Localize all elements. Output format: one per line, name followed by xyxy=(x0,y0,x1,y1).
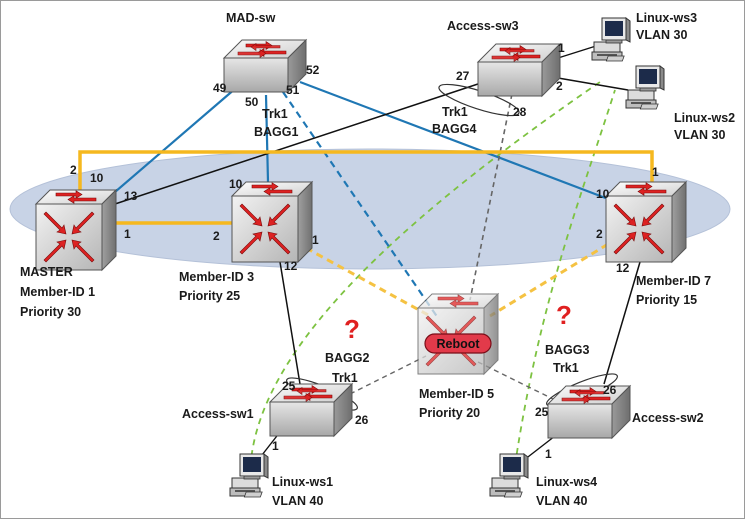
linux-ws2-vlan: VLAN 30 xyxy=(674,128,725,142)
port-m7-12: 12 xyxy=(616,261,630,275)
access3-link-master xyxy=(111,79,491,206)
port-m7-10: 10 xyxy=(596,187,610,201)
access-sw2-label: Access-sw2 xyxy=(632,411,704,425)
port-m3-1: 1 xyxy=(312,233,319,247)
port-a3-27: 27 xyxy=(456,69,470,83)
member7-label-2: Priority 15 xyxy=(636,293,697,307)
mad-link-member5 xyxy=(282,91,439,319)
mad-sw-label: MAD-sw xyxy=(226,11,276,25)
port-a2-26: 26 xyxy=(603,383,617,397)
port-mad-49: 49 xyxy=(213,81,227,95)
reboot-badge-label: Reboot xyxy=(436,337,480,351)
member3-label-1: Member-ID 3 xyxy=(179,270,254,284)
linux-ws2-label: Linux-ws2 xyxy=(674,111,735,125)
access2-trunk-bagg: BAGG3 xyxy=(545,343,590,357)
port-a3-1: 1 xyxy=(558,41,565,55)
access3-link-member5 xyxy=(469,93,513,301)
access3-link-ws2 xyxy=(557,77,629,91)
member5-label-2: Priority 20 xyxy=(419,406,480,420)
port-a3-2: 2 xyxy=(556,79,563,93)
access1-trunk-trk: Trk1 xyxy=(332,371,358,385)
master-label-1: MASTER xyxy=(20,265,73,279)
access-sw3-device xyxy=(477,43,561,97)
member7-link-access2 xyxy=(603,261,641,385)
reboot-badge xyxy=(424,333,492,354)
port-mad-51: 51 xyxy=(286,83,300,97)
linux-ws4-label: Linux-ws4 xyxy=(536,475,597,489)
linux-ws1-label: Linux-ws1 xyxy=(272,475,333,489)
mad-link-master xyxy=(107,87,237,199)
traffic-path-ws4-ws3 xyxy=(514,89,616,466)
port-m7-1: 1 xyxy=(652,165,659,179)
port-m3-2: 2 xyxy=(213,229,220,243)
port-m1-1: 1 xyxy=(124,227,131,241)
port-a1-25: 25 xyxy=(282,379,296,393)
question-mark-left: ? xyxy=(344,314,360,344)
member3-link-access1 xyxy=(279,261,301,385)
mad-trunk-bagg: BAGG1 xyxy=(254,125,299,139)
mad-trunk-trk: Trk1 xyxy=(262,107,288,121)
access-sw3-label: Access-sw3 xyxy=(447,19,519,33)
member7-label-1: Member-ID 7 xyxy=(636,274,711,288)
port-a3-28: 28 xyxy=(513,105,527,119)
member5-device: Reboot xyxy=(417,293,499,375)
access2-link-ws4 xyxy=(523,435,556,461)
master-label-3: Priority 30 xyxy=(20,305,81,319)
member5-label-1: Member-ID 5 xyxy=(419,387,494,401)
port-a2-1: 1 xyxy=(545,447,552,461)
port-m3-12: 12 xyxy=(284,259,298,273)
port-m1-10: 10 xyxy=(90,171,104,185)
member3-device xyxy=(231,181,313,263)
port-m1-13: 13 xyxy=(124,189,138,203)
port-a1-26: 26 xyxy=(355,413,369,427)
access1-link-member5 xyxy=(341,355,427,399)
access-sw1-label: Access-sw1 xyxy=(182,407,254,421)
access1-trunk-bagg: BAGG2 xyxy=(325,351,370,365)
master-label-2: Member-ID 1 xyxy=(20,285,95,299)
access3-link-ws3 xyxy=(557,45,597,59)
port-mad-52: 52 xyxy=(306,63,320,77)
access-sw2-device xyxy=(547,385,631,439)
linux-ws3-label: Linux-ws3 xyxy=(636,11,697,25)
irf-link-master-member7 xyxy=(78,150,654,200)
mad-link-member7 xyxy=(299,80,625,207)
irf-link-member7-member5 xyxy=(489,236,619,318)
master-device xyxy=(35,189,117,271)
port-mad-50: 50 xyxy=(245,95,259,109)
question-mark-right: ? xyxy=(556,300,572,330)
access2-trunk-trk: Trk1 xyxy=(553,361,579,375)
port-m3-10: 10 xyxy=(229,177,243,191)
labels: MAD-sw Access-sw3 Linux-ws3 VLAN 30 Linu… xyxy=(20,11,735,508)
port-m7-2: 2 xyxy=(596,227,603,241)
mad-link-member3 xyxy=(264,94,270,183)
port-a1-1: 1 xyxy=(272,439,279,453)
linux-ws1-vlan: VLAN 40 xyxy=(272,494,323,508)
member3-label-2: Priority 25 xyxy=(179,289,240,303)
linux-ws4-vlan: VLAN 40 xyxy=(536,494,587,508)
access3-trunk-bagg: BAGG4 xyxy=(432,122,477,136)
linux-ws3-vlan: VLAN 30 xyxy=(636,28,687,42)
port-m1-2: 2 xyxy=(70,163,77,177)
port-labels: 49 50 51 52 27 28 1 2 2 10 13 1 10 2 1 1… xyxy=(70,41,659,461)
links xyxy=(78,45,654,479)
access3-trunk-trk: Trk1 xyxy=(442,105,468,119)
port-a2-25: 25 xyxy=(535,405,549,419)
member7-device xyxy=(605,181,687,263)
